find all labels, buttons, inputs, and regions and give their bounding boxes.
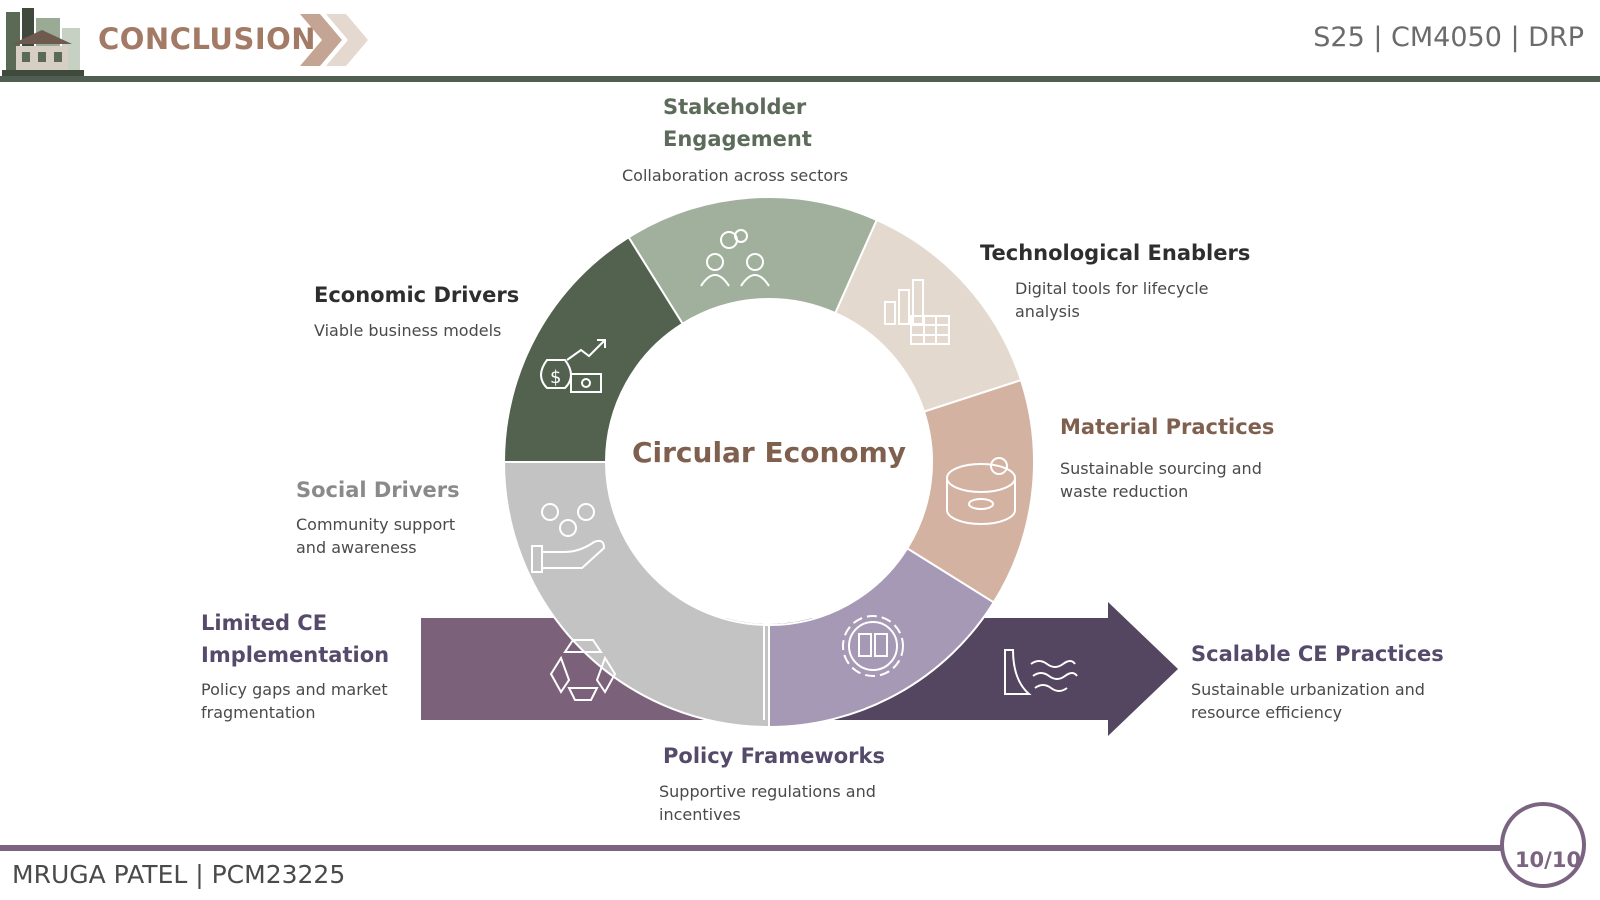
limited-ce-title-line2: Implementation xyxy=(201,643,390,667)
limited-ce-desc-line1: Policy gaps and market xyxy=(201,680,388,699)
social-desc-line2: and awareness xyxy=(296,538,417,557)
economic-title: Economic Drivers xyxy=(314,283,520,307)
scalable-ce-desc: Sustainable urbanization and resource ef… xyxy=(1191,678,1425,724)
center-disc xyxy=(607,300,931,624)
chart-table-icon xyxy=(884,279,950,345)
dam-water-icon xyxy=(1004,649,1078,695)
money-growth-icon: $ xyxy=(540,339,606,393)
limited-ce-title-line1: Limited CE xyxy=(201,611,328,635)
page-indicator xyxy=(1500,802,1586,888)
technological-desc-line1: Digital tools for lifecycle xyxy=(1015,279,1209,298)
gear-document-icon xyxy=(842,615,904,677)
material-desc-line2: waste reduction xyxy=(1060,482,1189,501)
material-desc: Sustainable sourcing and waste reduction xyxy=(1060,457,1262,503)
chevron-right-icon xyxy=(300,14,368,66)
center-label: Circular Economy xyxy=(632,436,906,469)
limited-ce-desc-line2: fragmentation xyxy=(201,703,316,722)
material-title: Material Practices xyxy=(1060,415,1275,439)
can-icon xyxy=(946,457,1016,525)
policy-desc: Supportive regulations and incentives xyxy=(659,780,876,826)
segment-economic xyxy=(502,235,685,463)
stakeholder-title: Stakeholder Engagement xyxy=(663,91,812,155)
social-title: Social Drivers xyxy=(296,478,460,502)
author-label: MRUGA PATEL | PCM23225 xyxy=(12,860,346,889)
stakeholder-title-line1: Stakeholder xyxy=(663,95,807,119)
policy-desc-line2: incentives xyxy=(659,805,741,824)
scalable-ce-desc-line1: Sustainable urbanization and xyxy=(1191,680,1425,699)
policy-title: Policy Frameworks xyxy=(663,744,885,768)
svg-text:$: $ xyxy=(550,367,561,388)
material-desc-line1: Sustainable sourcing and xyxy=(1060,459,1262,478)
stakeholder-desc: Collaboration across sectors xyxy=(622,166,849,185)
people-connect-icon xyxy=(700,229,770,287)
economic-desc: Viable business models xyxy=(314,321,502,340)
social-desc: Community support and awareness xyxy=(296,513,455,559)
segment-stakeholder xyxy=(627,196,879,326)
technological-title: Technological Enablers xyxy=(980,241,1251,265)
segment-social xyxy=(502,461,770,729)
recycle-icon xyxy=(549,639,617,701)
logo-icon xyxy=(2,4,84,76)
technological-desc: Digital tools for lifecycle analysis xyxy=(1015,277,1209,323)
section-title: CONCLUSION xyxy=(98,22,317,56)
policy-desc-line1: Supportive regulations and xyxy=(659,782,876,801)
hand-people-icon xyxy=(531,503,606,573)
scalable-ce-desc-line2: resource efficiency xyxy=(1191,703,1343,722)
footer-divider xyxy=(0,845,1505,851)
course-code: S25 | CM4050 | DRP xyxy=(1313,22,1584,53)
limited-ce-title: Limited CE Implementation xyxy=(201,607,389,671)
scalable-ce-title: Scalable CE Practices xyxy=(1191,642,1444,666)
technological-desc-line2: analysis xyxy=(1015,302,1080,321)
limited-ce-desc: Policy gaps and market fragmentation xyxy=(201,678,388,724)
stakeholder-title-line2: Engagement xyxy=(663,127,812,151)
social-desc-line1: Community support xyxy=(296,515,456,534)
page-number: 10/10 xyxy=(1514,848,1582,872)
header-divider xyxy=(0,76,1600,82)
